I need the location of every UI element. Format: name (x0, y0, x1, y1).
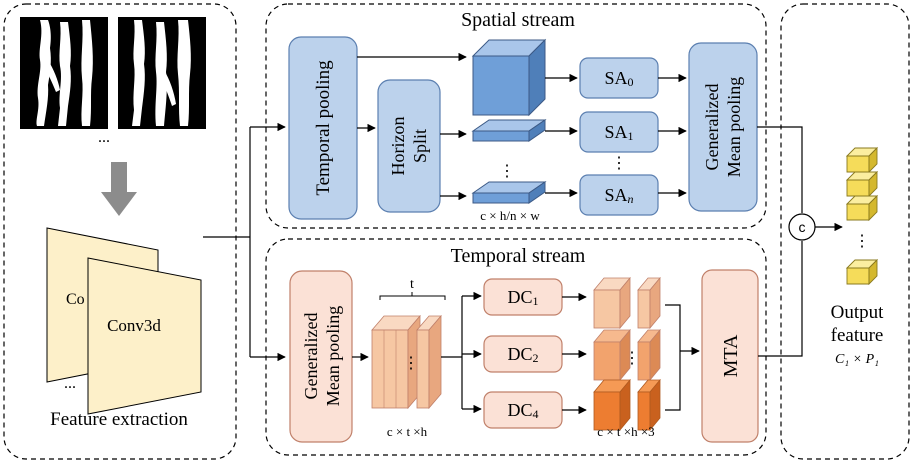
temporal-to-concat-line (758, 241, 803, 357)
sa0-label: SA0 (604, 68, 633, 89)
spatial-stream-panel (265, 3, 767, 229)
t-bracket (379, 292, 446, 300)
conv3d-block-front (87, 257, 202, 415)
dc-output-tensors (593, 276, 661, 432)
san-block (579, 174, 659, 216)
output-label-2: feature (831, 325, 884, 346)
temporal-dim-left: c × t ×h (387, 424, 428, 439)
horizon-split-label-1: Horizon (388, 117, 408, 176)
output-label-1: Output (831, 302, 885, 323)
temporal-pooling-label: Temporal pooling (313, 60, 334, 196)
branch-connector (203, 127, 251, 357)
sa1-block (579, 111, 659, 153)
temporal-tensor (371, 314, 442, 410)
temporal-stream-panel (265, 238, 767, 456)
mta-label: MTA (720, 334, 742, 377)
temporal-gmp-label-1: Generalized (301, 313, 321, 400)
gray-down-arrow-icon (101, 162, 137, 216)
split-slab-1 (471, 119, 547, 142)
output-ellipsis: ⋮ (854, 233, 870, 250)
frames-ellipsis: ... (98, 129, 110, 146)
conv3d-back-label: Co (66, 291, 85, 308)
sa-ellipsis: ⋮ (611, 155, 627, 172)
concat-label: c (799, 219, 806, 235)
spatial-gmp-label-2: Mean pooling (724, 77, 744, 178)
temporal-stream-title: Temporal stream (451, 245, 586, 267)
san-label: SAn (604, 185, 633, 206)
dc-fanout (441, 296, 463, 409)
horizon-split-block (377, 79, 441, 213)
conv3d-front-label: Conv3d (107, 316, 161, 335)
spatial-to-concat-line (757, 126, 803, 213)
split-slab-n (471, 181, 547, 204)
slab-ellipsis: ⋮ (499, 163, 515, 180)
silhouette-frame-1 (20, 17, 108, 129)
output-feature-stack (845, 146, 879, 286)
spatial-gmp-block (688, 42, 758, 212)
conv3d-ellipsis: ... (64, 375, 76, 392)
t-label: t (410, 277, 414, 292)
dc2-label: DC2 (507, 344, 538, 365)
horizon-split-label-2: Split (410, 129, 430, 163)
dc4-label: DC4 (507, 400, 538, 421)
silhouette-frame-2 (118, 17, 206, 129)
feature-extraction-label: Feature extraction (50, 409, 188, 430)
spatial-dim-label: c × h/n × w (480, 208, 540, 223)
temporal-dim-right: c × t ×h ×3 (597, 424, 654, 439)
output-dim-label: C₁ × P₁ (835, 352, 879, 367)
output-panel (780, 3, 910, 460)
mta-merge-bracket (665, 304, 681, 411)
spatial-stream-title: Spatial stream (461, 9, 575, 31)
spatial-feature-cube (471, 38, 547, 117)
dc1-label: DC1 (507, 287, 538, 308)
sa1-label: SA1 (604, 122, 633, 143)
dc-output-ellipsis: ⋮ (624, 350, 640, 367)
tensor-ellipsis: ⋮ (403, 355, 419, 372)
spatial-gmp-label-1: Generalized (702, 84, 722, 171)
feature-extraction-panel (3, 3, 237, 460)
temporal-gmp-label-2: Mean pooling (323, 306, 343, 407)
